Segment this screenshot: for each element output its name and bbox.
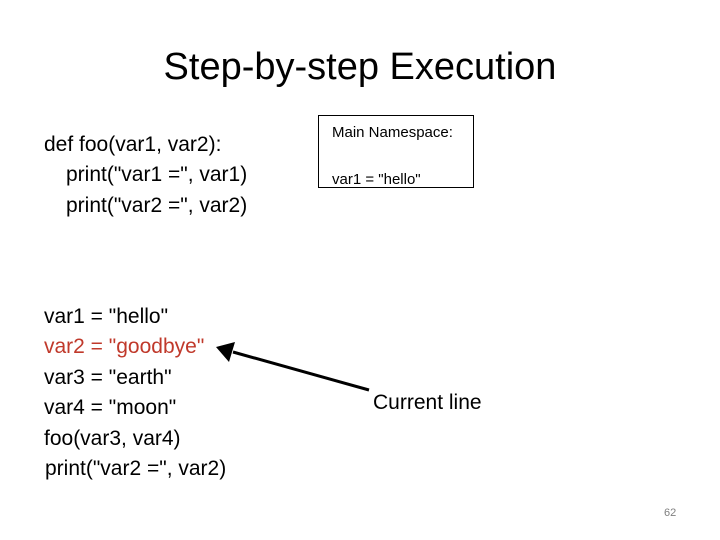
function-definition-code: def foo(var1, var2): print("var1 =", var… <box>44 130 247 221</box>
arrow-shaft <box>232 350 370 392</box>
namespace-title: Main Namespace: <box>332 124 453 141</box>
code-line-print-var1: print("var1 =", var1) <box>66 163 248 187</box>
current-line-label: Current line <box>373 391 482 414</box>
code-line-var3: var3 = "earth" <box>44 365 172 389</box>
namespace-variable: var1 = "hello" <box>332 171 421 188</box>
code-line-def: def foo(var1, var2): <box>44 133 222 156</box>
code-line-var4: var4 = "moon" <box>44 396 177 420</box>
code-line-foo-call: foo(var3, var4) <box>44 426 181 450</box>
code-line-print-var2: print("var2 =", var2) <box>66 193 248 217</box>
arrow-head-icon <box>216 342 235 362</box>
current-code-line: var2 = "goodbye" <box>44 335 205 359</box>
main-program-code: var1 = "hello" var2 = "goodbye" var3 = "… <box>44 302 226 484</box>
code-line-var1: var1 = "hello" <box>44 305 169 328</box>
slide-title: Step-by-step Execution <box>163 46 557 88</box>
page-number: 62 <box>664 507 677 519</box>
code-line-print-var2-main: print("var2 =", var2) <box>45 457 227 481</box>
main-namespace-box: Main Namespace: var1 = "hello" <box>318 115 474 188</box>
